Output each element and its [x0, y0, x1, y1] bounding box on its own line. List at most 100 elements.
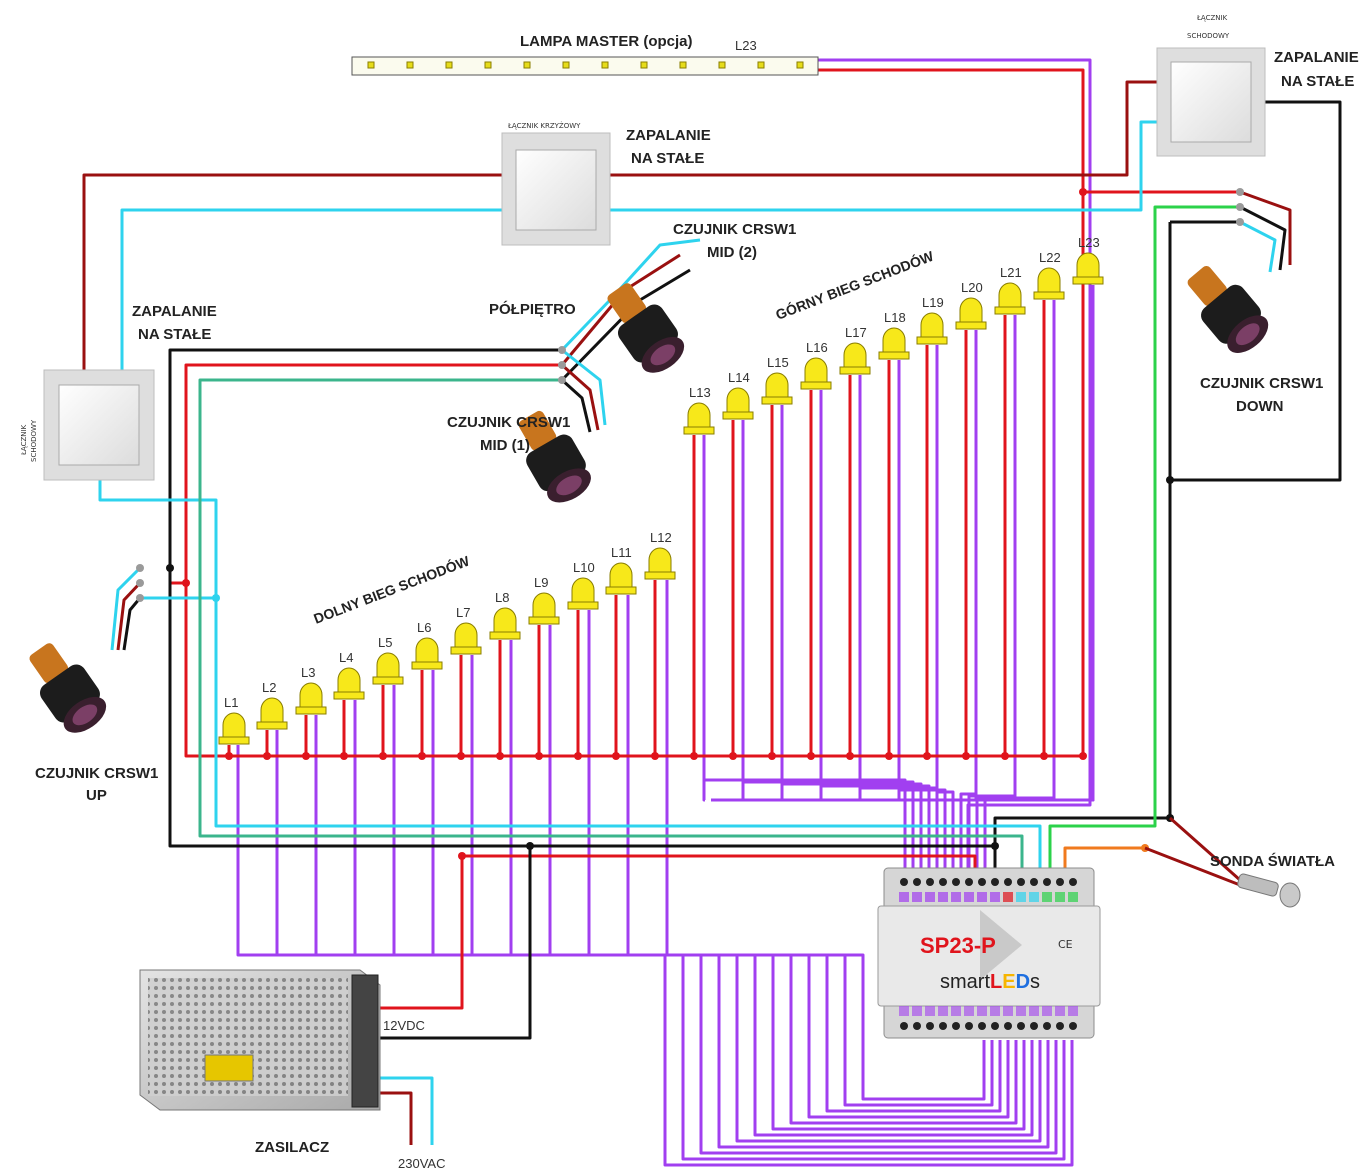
controller-terminal[interactable] — [952, 1022, 960, 1030]
wire-junction — [729, 752, 737, 760]
controller-terminal[interactable] — [1043, 878, 1051, 886]
controller-terminal[interactable] — [1017, 878, 1025, 886]
stair-switch-top-note-2: NA STAŁE — [1281, 73, 1354, 90]
controller-terminal[interactable] — [900, 1022, 908, 1030]
controller-terminal-marker — [951, 1006, 961, 1016]
cross-switch[interactable]: ŁĄCZNIK KRZYŻOWY ZAPALANIE NA STAŁE — [501, 121, 711, 246]
light-probe-label: SONDA ŚWIATŁA — [1210, 852, 1335, 870]
wire-junction — [225, 752, 233, 760]
controller-terminal[interactable] — [1056, 878, 1064, 886]
stair-switch-top[interactable]: ŁĄCZNIK SCHODOWY ZAPALANIE NA STAŁE — [1156, 14, 1359, 157]
strip-led-chip — [484, 61, 492, 69]
wire-junction — [136, 594, 144, 602]
led-wire-upper — [819, 390, 931, 880]
controller-terminal[interactable] — [1030, 878, 1038, 886]
controller-terminal-marker — [1003, 892, 1013, 902]
mains-wire — [378, 1091, 413, 1145]
wire-junction — [526, 842, 534, 850]
sensor-mid2: CZUJNIK CRSW1 MID (2) — [607, 221, 796, 373]
controller-terminal-marker — [899, 1006, 909, 1016]
controller-terminal[interactable] — [1004, 878, 1012, 886]
controller-terminal[interactable] — [1030, 1022, 1038, 1030]
stair-led: L21 — [994, 265, 1026, 315]
wire-junction — [182, 579, 190, 587]
strip-led-chip — [562, 61, 570, 69]
wire-junction — [574, 752, 582, 760]
led-wire-upper — [975, 300, 1056, 880]
cross-switch-note-1: ZAPALANIE — [626, 127, 711, 144]
controller-terminal[interactable] — [939, 878, 947, 886]
led-wire — [626, 595, 994, 1107]
controller-terminal[interactable] — [913, 878, 921, 886]
stair-led: L23 — [1072, 235, 1104, 285]
controller-terminal[interactable] — [991, 1022, 999, 1030]
stair-led-label: L2 — [262, 680, 276, 695]
controller-terminal[interactable] — [939, 1022, 947, 1030]
controller-terminal-marker — [951, 892, 961, 902]
stair-led: L14 — [722, 370, 754, 420]
controller-terminal[interactable] — [978, 878, 986, 886]
controller-terminal-marker — [1042, 1006, 1052, 1016]
stair-led-label: L8 — [495, 590, 509, 605]
controller-terminal[interactable] — [1069, 1022, 1077, 1030]
controller-terminal[interactable] — [978, 1022, 986, 1030]
led-wire-upper — [780, 405, 923, 880]
wire — [122, 597, 142, 651]
controller-terminal-marker — [1016, 892, 1026, 902]
controller-terminal[interactable] — [1043, 1022, 1051, 1030]
wire-junction — [340, 752, 348, 760]
controller-terminal[interactable] — [900, 878, 908, 886]
cross-switch-caption: ŁĄCZNIK KRZYŻOWY — [507, 121, 581, 130]
teal-wire — [198, 378, 1024, 880]
controller-terminal-marker — [912, 1006, 922, 1016]
strip-led-chip — [757, 61, 765, 69]
led-wire — [353, 700, 1050, 1149]
stair-led: L17 — [839, 325, 871, 375]
psu-input-label: 230VAC — [398, 1156, 445, 1171]
led-wire — [735, 360, 901, 802]
controller-terminal-marker — [1029, 1006, 1039, 1016]
led-wire — [470, 655, 1026, 1131]
stair-led: L6 — [411, 620, 443, 670]
stair-led: L11 — [605, 545, 637, 595]
controller-terminal[interactable] — [1017, 1022, 1025, 1030]
stair-led-label: L16 — [806, 340, 828, 355]
stair-led-label: L9 — [534, 575, 548, 590]
controller-terminal-marker — [964, 892, 974, 902]
stair-led: L8 — [489, 590, 521, 640]
wire — [560, 378, 592, 433]
stair-led: L5 — [372, 635, 404, 685]
controller-terminal-marker — [964, 1006, 974, 1016]
probe-cable — [1169, 816, 1241, 882]
wire — [110, 566, 142, 651]
led-wire — [548, 625, 1010, 1119]
controller-terminal[interactable] — [965, 1022, 973, 1030]
power-supply[interactable]: ZASILACZ 12VDC 230VAC — [139, 969, 445, 1171]
stair-led-label: L12 — [650, 530, 672, 545]
controller-terminal[interactable] — [952, 878, 960, 886]
controller-terminal[interactable] — [1069, 878, 1077, 886]
wire-junction — [962, 752, 970, 760]
stair-led: L16 — [800, 340, 832, 390]
controller-terminal[interactable] — [1004, 1022, 1012, 1030]
strip-led-chip — [367, 61, 375, 69]
controller-terminal-marker — [977, 1006, 987, 1016]
wires — [82, 58, 1342, 1167]
controller-terminal-marker — [990, 1006, 1000, 1016]
controller-sp23p[interactable]: SP23-P smartLEDs CE — [877, 867, 1101, 1039]
controller-terminal[interactable] — [926, 1022, 934, 1030]
controller-terminal[interactable] — [926, 878, 934, 886]
wire-junction — [1236, 203, 1244, 211]
controller-terminal-marker — [899, 892, 909, 902]
controller-terminal[interactable] — [913, 1022, 921, 1030]
master-led-strip: LAMPA MASTER (opcja) L23 — [351, 33, 819, 76]
stair-led-label: L11 — [611, 545, 632, 560]
green-wire — [1048, 205, 1240, 880]
stair-switch-left[interactable]: ŁĄCZNIK SCHODOWY ZAPALANIE NA STAŁE — [20, 303, 217, 481]
sensor-up: CZUJNIK CRSW1 UP — [29, 643, 158, 804]
led-wire — [759, 300, 1056, 802]
controller-terminal[interactable] — [1056, 1022, 1064, 1030]
controller-terminal[interactable] — [991, 878, 999, 886]
controller-terminal[interactable] — [965, 878, 973, 886]
